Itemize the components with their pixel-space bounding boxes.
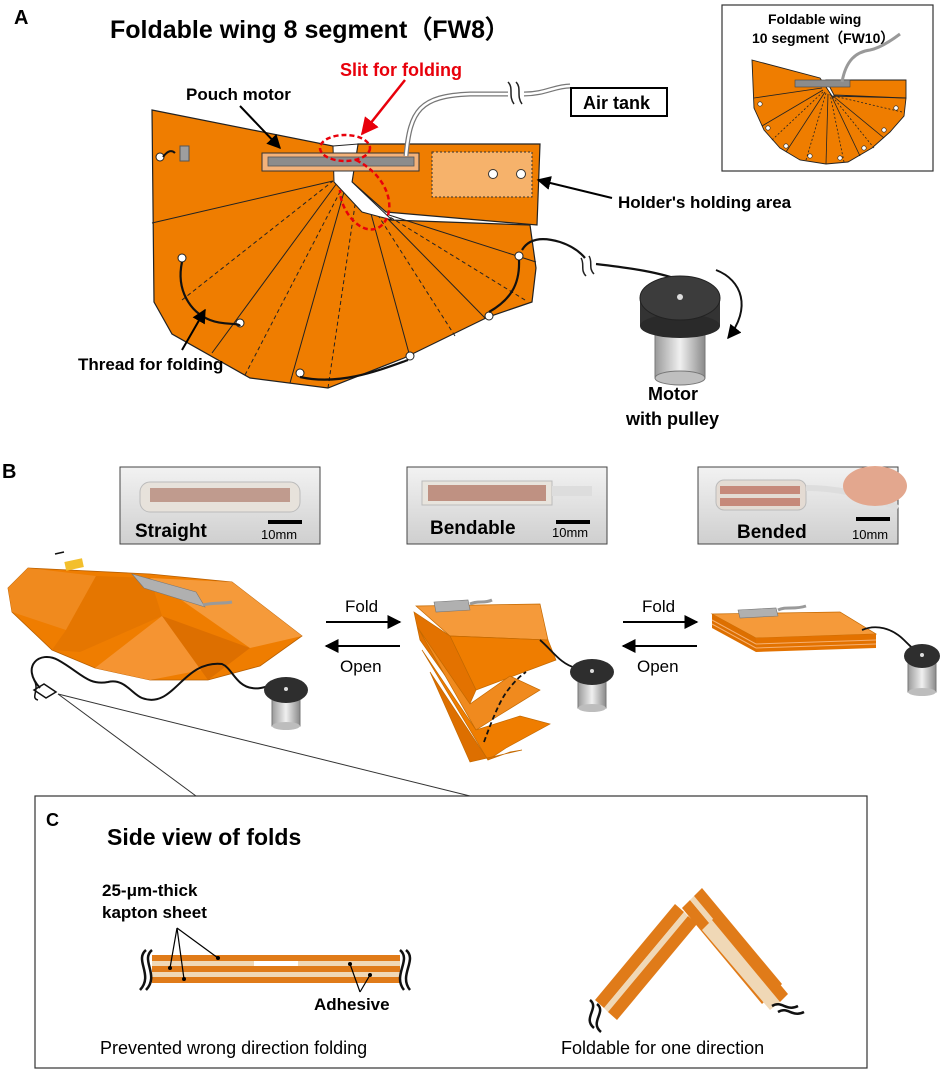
panel-c-title: Side view of folds (107, 824, 301, 850)
photo-label-bendable: Bendable (430, 518, 516, 539)
scale-bendable: 10mm (552, 525, 588, 540)
inset-title-line1: Foldable wing (768, 11, 861, 27)
air-tank-box (570, 87, 668, 117)
photo-straight (119, 466, 321, 545)
label-thread-for-folding: Thread for folding (78, 355, 223, 374)
photo-label-bended: Bended (737, 522, 807, 543)
photo-bended (697, 466, 907, 545)
label-motor: Motor (648, 384, 698, 404)
label-kapton-line2: kapton sheet (102, 903, 207, 922)
photo-bendable (406, 466, 608, 545)
label-holder-area: Holder's holding area (618, 193, 792, 212)
fold-label-1: Fold (345, 597, 378, 616)
motor-b1 (264, 677, 308, 730)
label-air-tank: Air tank (583, 93, 651, 113)
open-label-2: Open (637, 657, 679, 676)
caption-right: Foldable for one direction (561, 1038, 764, 1058)
scale-straight: 10mm (261, 527, 297, 542)
motor-b2 (570, 659, 614, 712)
label-slit-for-folding: Slit for folding (340, 60, 462, 80)
motor-with-pulley (639, 275, 721, 386)
side-view-v (588, 888, 805, 1033)
label-adhesive: Adhesive (314, 995, 390, 1014)
panel-a-letter: A (14, 7, 28, 29)
wing-3d-open (7, 551, 303, 701)
motor-b3 (904, 644, 940, 696)
label-with-pulley: with pulley (625, 409, 719, 429)
label-kapton-line1: 25-μm-thick (102, 881, 198, 900)
label-pouch-motor: Pouch motor (186, 85, 291, 104)
panel-b-letter: B (2, 461, 16, 483)
side-view-flat (139, 949, 412, 991)
wing-3d-folding (413, 598, 577, 763)
photo-label-straight: Straight (135, 521, 207, 542)
panel-a-title: Foldable wing 8 segment（FW8） (110, 15, 510, 44)
scale-bended: 10mm (852, 527, 888, 542)
fold-label-2: Fold (642, 597, 675, 616)
caption-left: Prevented wrong direction folding (100, 1038, 367, 1058)
fw8-wing (151, 109, 586, 389)
open-label-1: Open (340, 657, 382, 676)
wing-3d-folded (710, 604, 919, 653)
fw10-wing (751, 32, 907, 165)
inset-title-line2: 10 segment（FW10） (752, 30, 894, 46)
panel-c-letter: C (46, 810, 59, 830)
